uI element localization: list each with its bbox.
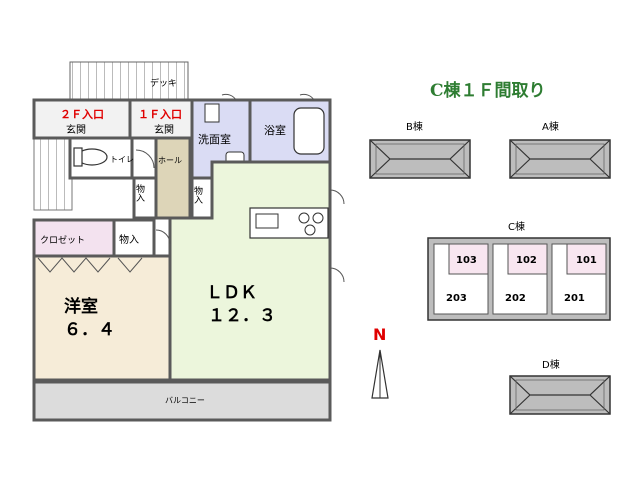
bathroom-label: 浴室 bbox=[264, 123, 286, 137]
toilet-label: トイレ bbox=[110, 155, 134, 164]
washroom-label: 洗面室 bbox=[198, 132, 231, 146]
unit-202: 202 bbox=[505, 293, 526, 304]
hall-room bbox=[154, 136, 192, 220]
door-swing-icon bbox=[329, 267, 345, 283]
deck-label: デッキ bbox=[150, 77, 177, 89]
building-a-roof bbox=[509, 139, 611, 179]
building-c-label: C棟 bbox=[508, 220, 525, 233]
building-d-roof bbox=[509, 375, 611, 415]
closet-label: クロゼット bbox=[40, 234, 85, 246]
genkan-b-label: 玄関 bbox=[154, 123, 174, 136]
unit-103: 103 bbox=[456, 255, 477, 266]
storage-a-label: 物入 bbox=[134, 183, 145, 202]
ldk-size: １２．３ bbox=[208, 306, 276, 326]
storage-a-room bbox=[132, 176, 158, 220]
unit-102: 102 bbox=[516, 255, 537, 266]
ldk-label: ＬＤＫ bbox=[206, 283, 257, 303]
stove-burner-icon bbox=[298, 212, 310, 224]
balcony-area bbox=[32, 380, 332, 422]
kitchen-sink-icon bbox=[255, 213, 279, 229]
page-title: C棟１Ｆ間取り bbox=[430, 80, 546, 101]
unit-101: 101 bbox=[576, 255, 597, 266]
closet-door-icon bbox=[37, 257, 111, 273]
door-swing-icon bbox=[155, 229, 171, 245]
washing-machine-icon bbox=[204, 103, 220, 123]
storage-b-label: 物入 bbox=[192, 185, 203, 204]
door-swing-icon bbox=[221, 93, 237, 101]
unit-203: 203 bbox=[446, 293, 467, 304]
western-room-size: ６．４ bbox=[64, 320, 115, 340]
deck-area bbox=[69, 61, 189, 103]
building-c-block bbox=[427, 237, 611, 321]
genkan-a-label: 玄関 bbox=[66, 123, 86, 136]
western-room-label: 洋室 bbox=[64, 296, 98, 317]
stove-burner-icon bbox=[312, 212, 324, 224]
building-b-label: B棟 bbox=[406, 120, 423, 133]
entrance-1f-label: １Ｆ入口 bbox=[138, 108, 182, 121]
storage-c-label: 物入 bbox=[119, 233, 139, 246]
door-swing-icon bbox=[329, 189, 345, 205]
stair-area bbox=[33, 129, 73, 211]
closet-door-icon bbox=[117, 257, 143, 273]
door-swing-icon bbox=[135, 149, 155, 169]
toilet-tank-icon bbox=[73, 147, 83, 167]
entrance-2f-label: ２Ｆ入口 bbox=[60, 108, 104, 121]
building-b-roof bbox=[369, 139, 471, 179]
unit-201: 201 bbox=[564, 293, 585, 304]
stove-burner-icon bbox=[304, 224, 316, 236]
building-a-label: A棟 bbox=[542, 120, 559, 133]
storage-c-room bbox=[112, 218, 156, 258]
western-room bbox=[32, 254, 172, 382]
hall-label: ホール bbox=[158, 156, 182, 165]
building-d-label: D棟 bbox=[542, 358, 560, 371]
north-label: N bbox=[373, 325, 386, 344]
balcony-label: バルコニー bbox=[165, 396, 205, 405]
bathtub-icon bbox=[293, 107, 325, 155]
door-swing-icon bbox=[299, 93, 315, 101]
